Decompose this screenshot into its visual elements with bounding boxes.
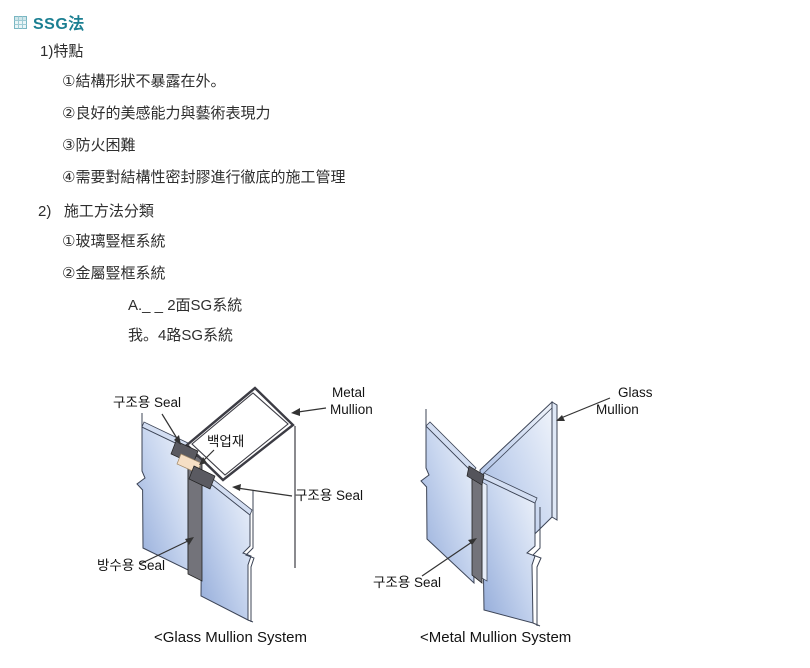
outline-feat-4: ④需要對結構性密封膠進行徹底的施工管理 (62, 169, 346, 186)
grid-icon (14, 15, 27, 29)
label-waterproof-seal: 방수용 Seal (97, 558, 165, 573)
page-title: SSG法 (33, 16, 85, 33)
outline-sub-a: A._ _ 2面SG系統 (128, 297, 243, 314)
joint-block (466, 465, 485, 486)
label-structural-seal-top: 구조용 Seal (113, 395, 181, 410)
outline-feat-3: ③防火困難 (62, 137, 136, 154)
glass-panels (420, 409, 542, 627)
label-glass-mullion-line1: Glass (618, 385, 653, 400)
glass-panels (136, 413, 255, 623)
outline-sub-b: 我。4路SG系統 (128, 327, 234, 344)
outline-feat-2: ②良好的美感能力與藝術表現力 (62, 105, 271, 122)
metal-mullion-tube (185, 386, 296, 568)
section-header: SSG法 (14, 10, 85, 34)
label-metal-mullion-line1: Metal (332, 385, 365, 400)
label-structural-seal-right: 구조용 Seal (295, 488, 363, 503)
outline-class-2: ②金屬豎框系統 (62, 265, 166, 282)
annotation-arrows (139, 407, 327, 565)
label-structural-seal: 구조용 Seal (373, 575, 441, 590)
label-glass-mullion-line2: Mullion (596, 402, 639, 417)
label-backup-material: 백업재 (207, 434, 244, 449)
seal-strip (471, 472, 483, 584)
left-diagram-caption: <Glass Mullion System (154, 629, 307, 646)
annotation-arrows (421, 397, 611, 577)
outline-feat-1: ①結構形狀不暴露在外。 (62, 73, 226, 90)
outline-item-2: 2) 施工方法分類 (38, 203, 154, 220)
joint-seal-blocks (170, 440, 216, 490)
right-diagram-caption: <Metal Mullion System (420, 629, 572, 646)
metal-mullion-system-diagram: Glass Mullion 구조용 Seal (373, 385, 653, 627)
glass-mullion-system-diagram: 구조용 Seal Metal Mullion 백업재 구조용 Seal 방수용 … (97, 385, 373, 623)
outline-item-1: 1)特點 (40, 43, 84, 60)
label-metal-mullion-line2: Mullion (330, 402, 373, 417)
outline-class-1: ①玻璃豎框系統 (62, 233, 166, 250)
